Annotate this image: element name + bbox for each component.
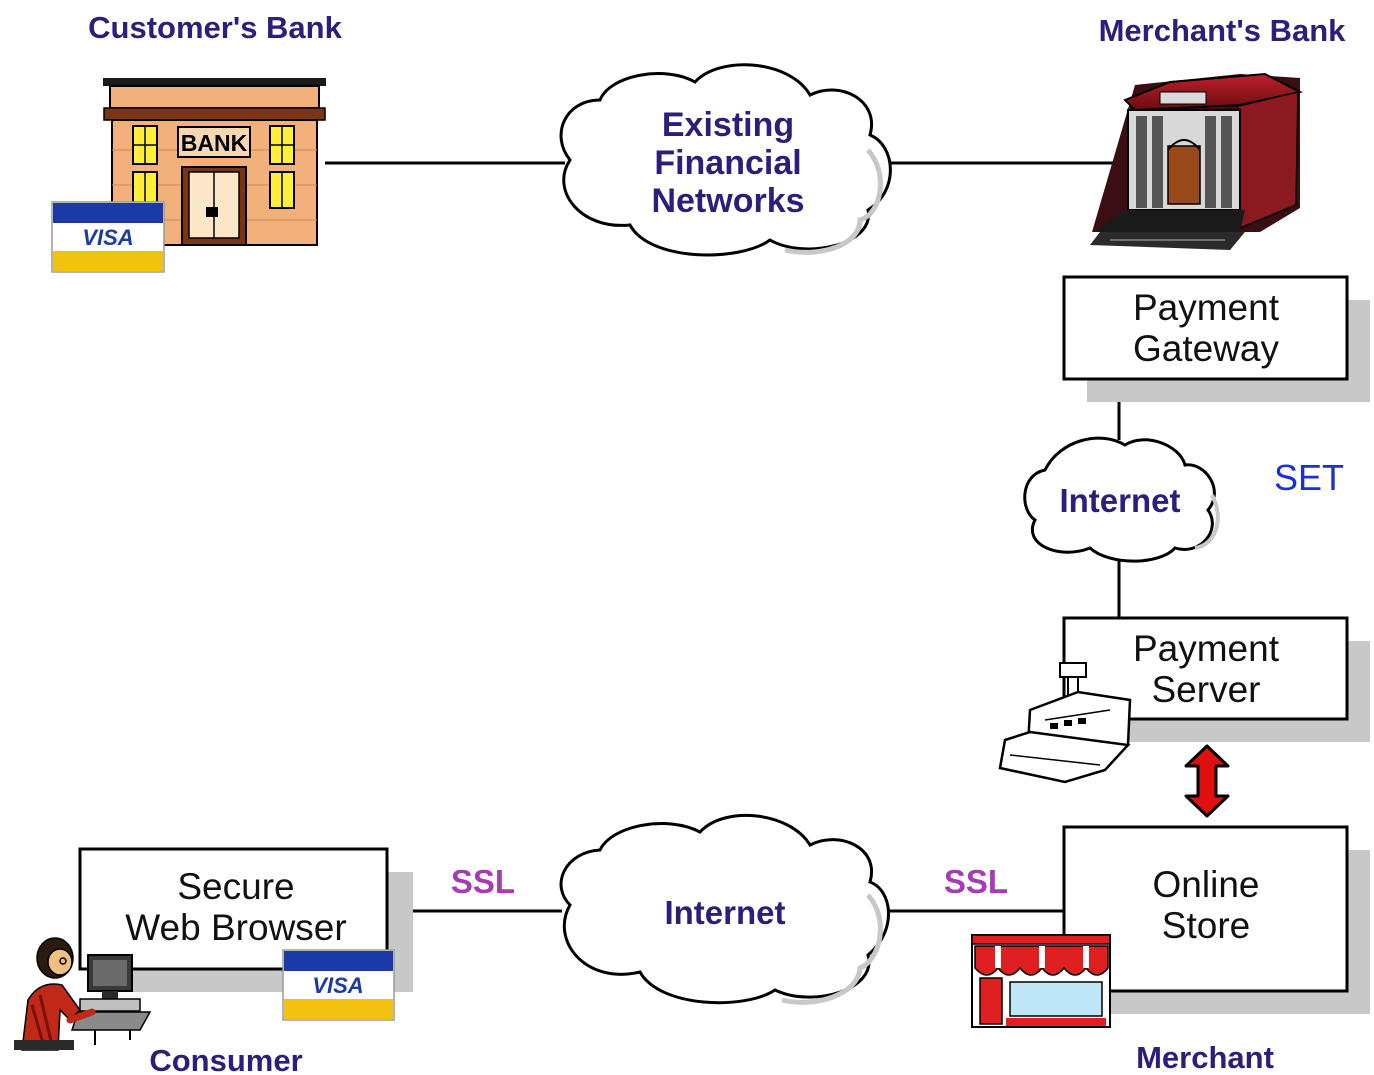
secure-web-browser-box: Secure Web Browser <box>78 847 413 992</box>
consumer-label: Consumer <box>149 1043 302 1075</box>
internet-cloud-bottom: Internet <box>559 813 890 1005</box>
payment-server-box: Payment Server <box>1062 616 1370 742</box>
payment-gateway-box: Payment Gateway <box>1062 275 1370 402</box>
payment-gateway-line-2: Gateway <box>1133 328 1280 369</box>
set-protocol-label: SET <box>1274 457 1344 498</box>
payment-server-line-1: Payment <box>1133 628 1280 669</box>
financial-networks-line-1: Existing <box>662 106 794 144</box>
internet-bottom-label: Internet <box>664 894 785 931</box>
secure-web-browser-line-1: Secure <box>177 866 294 907</box>
payment-server-line-2: Server <box>1152 669 1261 710</box>
online-store-box: Online Store <box>1062 825 1370 1014</box>
double-arrow-icon <box>1184 744 1230 818</box>
secure-web-browser-line-2: Web Browser <box>125 907 346 948</box>
online-store-line-1: Online <box>1153 864 1260 905</box>
internet-cloud-top: Internet <box>1023 436 1220 563</box>
financial-networks-cloud: Existing Financial Networks <box>559 63 892 257</box>
financial-networks-line-3: Networks <box>651 182 804 220</box>
svg-text:BANK: BANK <box>181 130 248 156</box>
storefront-icon <box>971 934 1111 1028</box>
online-store-line-2: Store <box>1162 905 1250 946</box>
merchant-label: Merchant <box>1136 1040 1274 1075</box>
cash-register-icon <box>998 662 1132 784</box>
svg-text:VISA: VISA <box>82 225 133 250</box>
merchant-bank-building-icon <box>1090 72 1303 250</box>
customers-bank-label: Customer's Bank <box>88 10 342 45</box>
svg-text:VISA: VISA <box>312 973 363 998</box>
internet-top-label: Internet <box>1059 482 1180 519</box>
merchants-bank-label: Merchant's Bank <box>1099 13 1347 48</box>
consumer-visa-card-icon: VISA <box>282 949 395 1021</box>
customer-visa-card-icon: VISA <box>51 201 165 273</box>
ssl-right-label: SSL <box>944 863 1008 900</box>
consumer-at-computer-icon <box>14 937 152 1051</box>
financial-networks-line-2: Financial <box>654 144 801 182</box>
ssl-left-label: SSL <box>451 863 515 900</box>
payment-gateway-line-1: Payment <box>1133 287 1280 328</box>
connector-lines <box>325 161 1125 913</box>
